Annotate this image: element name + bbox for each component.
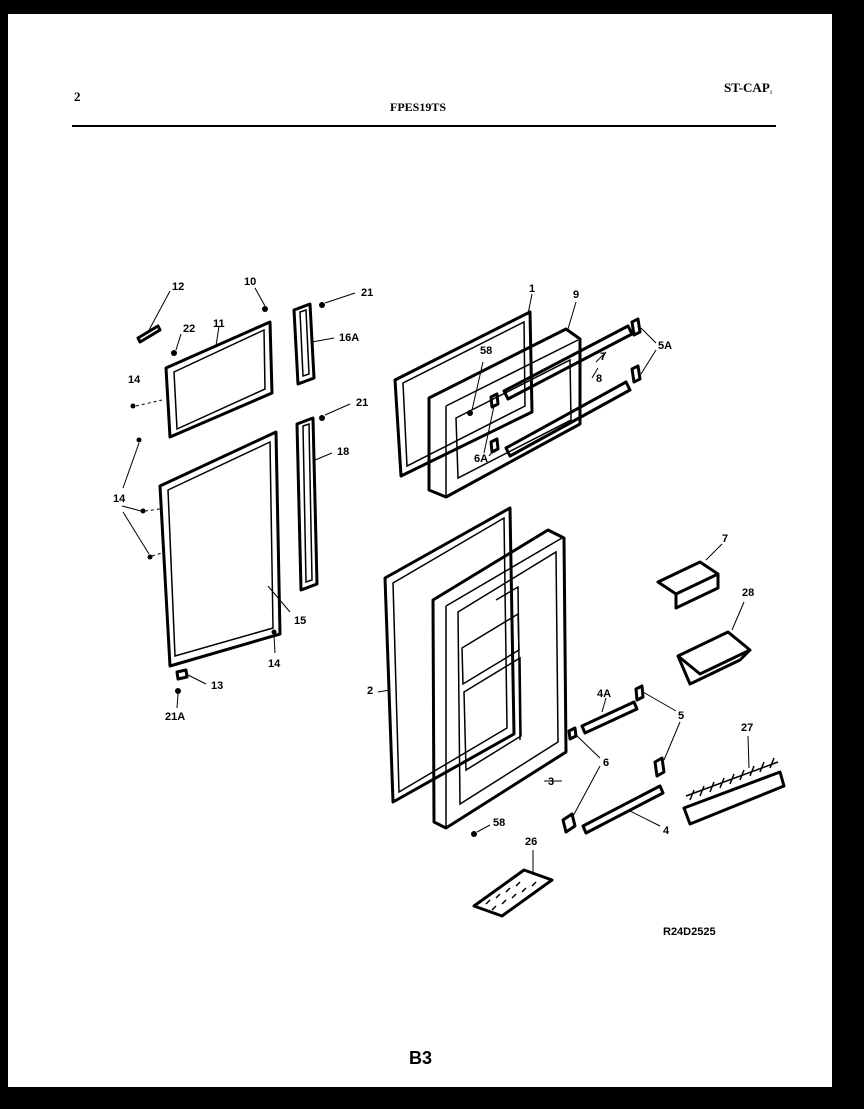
callout-14-lower: 14: [268, 658, 281, 670]
part-7-dairy-door: [656, 543, 723, 610]
drawing-code: R24D2525: [663, 926, 716, 938]
part-4a-shelf-rail: [580, 697, 639, 735]
part-27-door-rack: [682, 735, 786, 826]
footer-page-number: B3: [409, 1048, 432, 1068]
part-5a-clips: [630, 317, 657, 384]
callout-14-left: 14: [113, 493, 126, 505]
part-21-screw-middle: [319, 403, 351, 421]
callout-15: 15: [294, 615, 306, 627]
part-6a-clips: [483, 392, 500, 457]
part-14-screw-upper: [130, 399, 163, 409]
part-28-shelf-bin: [676, 601, 752, 686]
part-1-freezer-door-gasket: [393, 293, 534, 478]
part-9-freezer-liner: [427, 301, 582, 499]
header-rule: [72, 125, 776, 127]
callout-14-upper: 14: [128, 374, 141, 386]
catalog-code-suffix: ₂: [769, 85, 773, 94]
part-12-cap: [136, 290, 171, 344]
catalog-code-text: ST-CAP: [724, 80, 770, 95]
part-18-handle: [295, 416, 333, 592]
callout-22: 22: [183, 323, 195, 335]
callout-6: 6: [603, 757, 609, 769]
callout-26: 26: [525, 836, 537, 848]
part-15-fresh-food-gasket: [158, 430, 291, 668]
callout-5: 5: [678, 710, 684, 722]
callout-58-upper: 58: [480, 345, 492, 357]
callout-1: 1: [529, 283, 535, 295]
callout-27: 27: [741, 722, 753, 734]
callout-16a: 16A: [339, 332, 359, 344]
part-26-egg-tray: [472, 850, 554, 918]
callout-11: 11: [213, 318, 225, 330]
part-3-fresh-food-liner: [431, 528, 568, 830]
callout-4: 4: [663, 825, 670, 837]
callout-6a: 6A: [474, 453, 488, 465]
part-14-screws-left: [121, 437, 163, 560]
callout-21-top: 21: [361, 287, 373, 299]
part-14-screw-lower: [271, 629, 277, 654]
callout-7-upper: 7: [600, 351, 606, 363]
part-21a-screw: [175, 688, 181, 709]
callout-28: 28: [742, 587, 754, 599]
callout-21a: 21A: [165, 711, 185, 723]
part-4-shelf-rail: [581, 784, 665, 835]
callout-18: 18: [337, 446, 349, 458]
callout-7-lower: 7: [722, 533, 728, 545]
callout-8: 8: [596, 373, 602, 385]
callout-10: 10: [244, 276, 256, 288]
part-16a-handle: [292, 302, 335, 386]
part-11-freezer-gasket: [164, 320, 274, 439]
part-13-cap: [175, 668, 207, 685]
callout-2: 2: [367, 685, 373, 697]
part-8-shelf-rails: [502, 324, 634, 458]
callout-21-middle: 21: [356, 397, 368, 409]
callout-13: 13: [211, 680, 223, 692]
callout-3: 3: [548, 776, 554, 788]
callout-4a: 4A: [597, 688, 611, 700]
part-58-screw-lower: [471, 824, 491, 837]
page-number: 2: [74, 89, 81, 104]
part-6-clips: [561, 726, 601, 834]
part-58-screw-upper: [467, 361, 484, 416]
callout-12: 12: [172, 281, 184, 293]
diagram-sheet: 2 FPES19TS ST-CAP₂: [8, 14, 832, 1087]
callout-5a: 5A: [658, 340, 672, 352]
part-22-screw: [171, 333, 182, 356]
part-10-screw: [254, 287, 268, 312]
model-number: FPES19TS: [390, 100, 447, 114]
part-5-clips: [634, 684, 681, 778]
part-2-fresh-food-door-gasket: [377, 506, 516, 804]
callout-9: 9: [573, 289, 579, 301]
catalog-code: ST-CAP₂: [724, 80, 772, 96]
part-21-screw-upper: [319, 292, 356, 308]
callout-58-lower: 58: [493, 817, 505, 829]
